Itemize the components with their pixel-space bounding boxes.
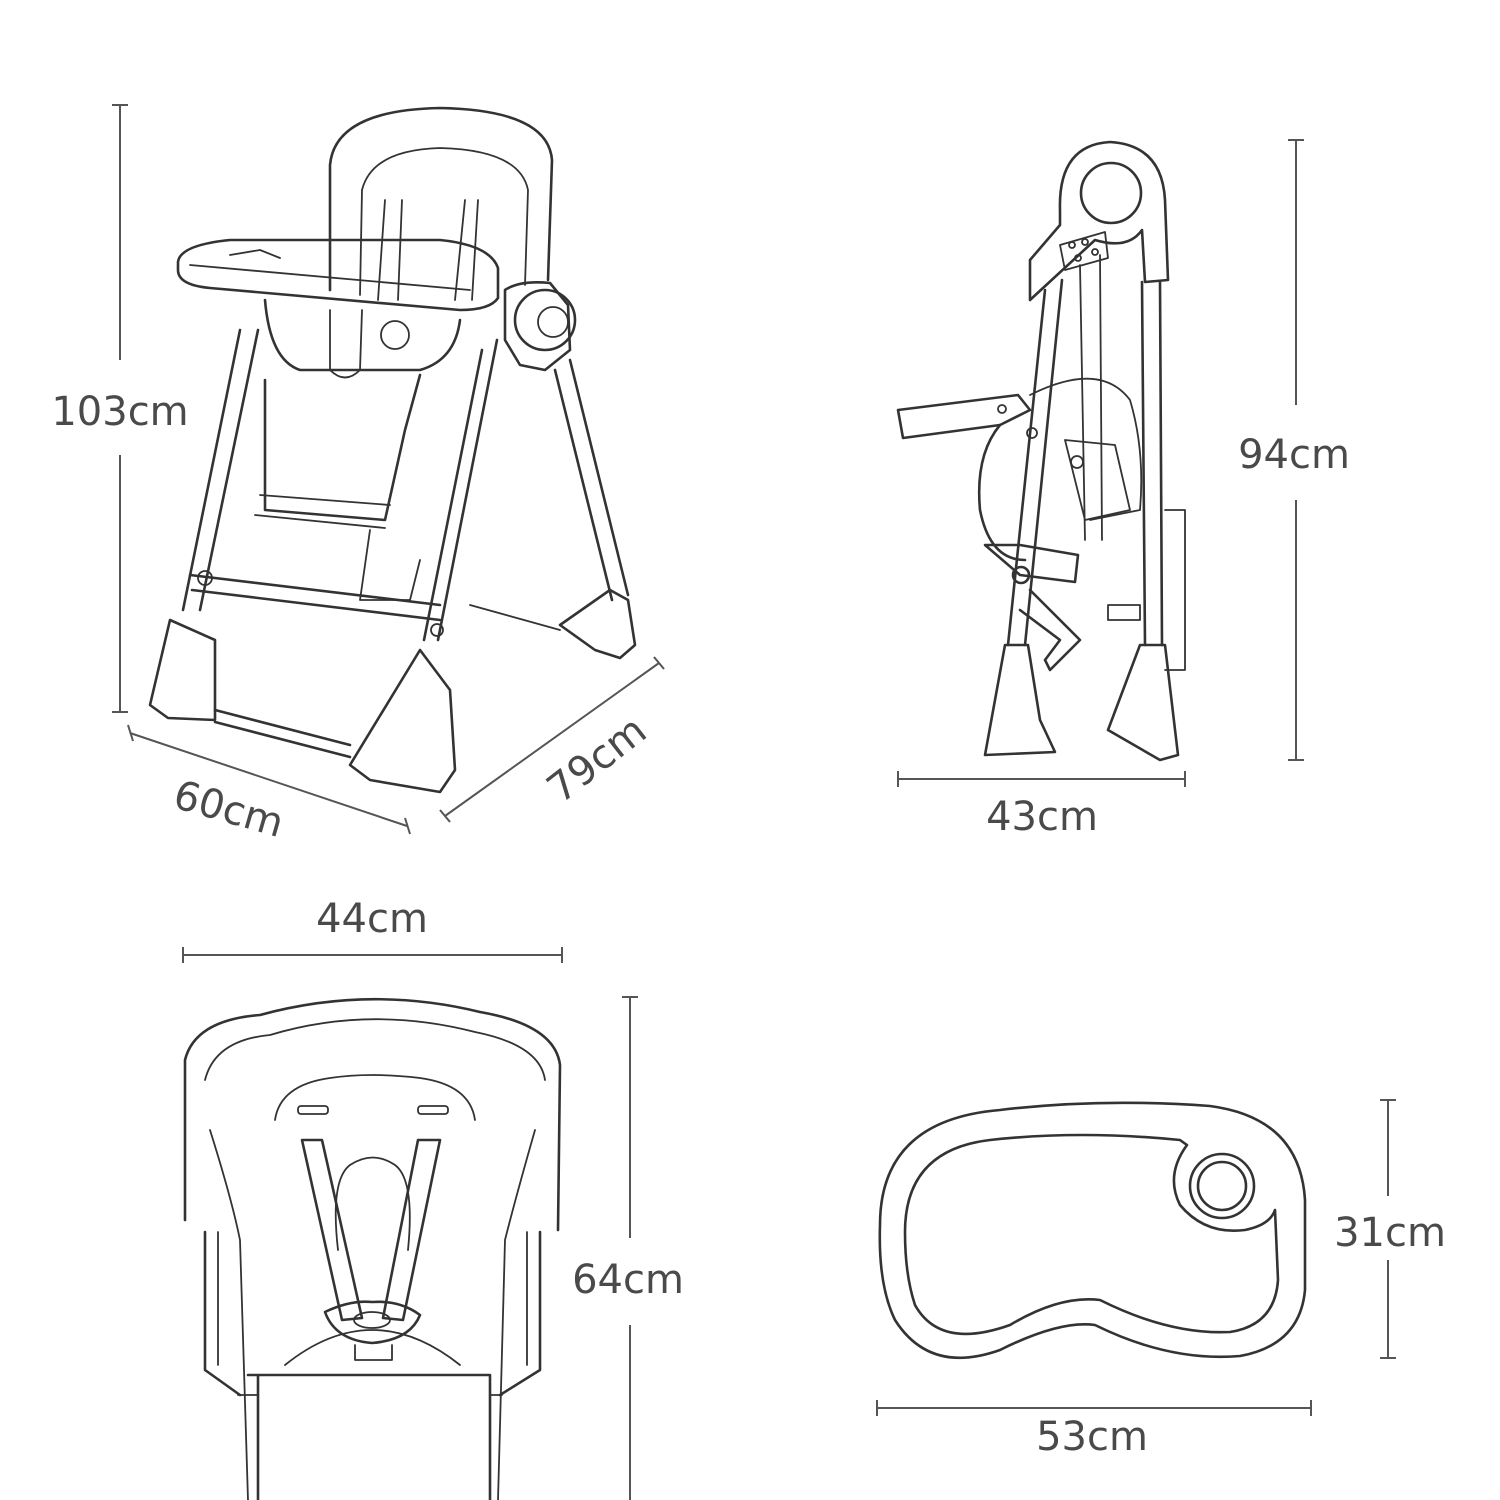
- unfolded-chair-view: 103cm 60cm 79cm: [51, 104, 665, 847]
- depth-unfolded-label: 79cm: [539, 707, 655, 812]
- tray-width-label: 53cm: [1036, 1414, 1148, 1460]
- height-dimension-103: 103cm: [51, 104, 189, 713]
- seat-illustration: [183, 997, 562, 1500]
- folded-chair-view: 94cm 43cm: [896, 139, 1350, 840]
- width-dimension-53: 53cm: [876, 1400, 1312, 1460]
- height-dimension-94: 94cm: [1238, 139, 1350, 761]
- seat-width-label: 44cm: [316, 896, 428, 942]
- width-dimension-60: 60cm: [127, 724, 411, 847]
- width-unfolded-label: 60cm: [168, 772, 288, 847]
- unfolded-chair-illustration: [148, 106, 637, 794]
- width-dimension-43: 43cm: [897, 771, 1186, 840]
- folded-chair-illustration: [896, 140, 1186, 762]
- seat-front-view: 44cm 64cm: [182, 896, 684, 1500]
- height-unfolded-label: 103cm: [51, 389, 188, 435]
- height-folded-label: 94cm: [1238, 432, 1350, 478]
- height-dimension-31: 31cm: [1334, 1099, 1446, 1359]
- depth-dimension-79: 79cm: [439, 656, 665, 823]
- width-dimension-44: 44cm: [182, 896, 563, 963]
- tray-top-view: 31cm 53cm: [876, 1099, 1446, 1460]
- tray-depth-label: 31cm: [1334, 1210, 1446, 1256]
- width-folded-label: 43cm: [986, 794, 1098, 840]
- seat-height-label: 64cm: [572, 1257, 684, 1303]
- tray-illustration: [878, 1101, 1307, 1360]
- height-dimension-64: 64cm: [572, 996, 684, 1500]
